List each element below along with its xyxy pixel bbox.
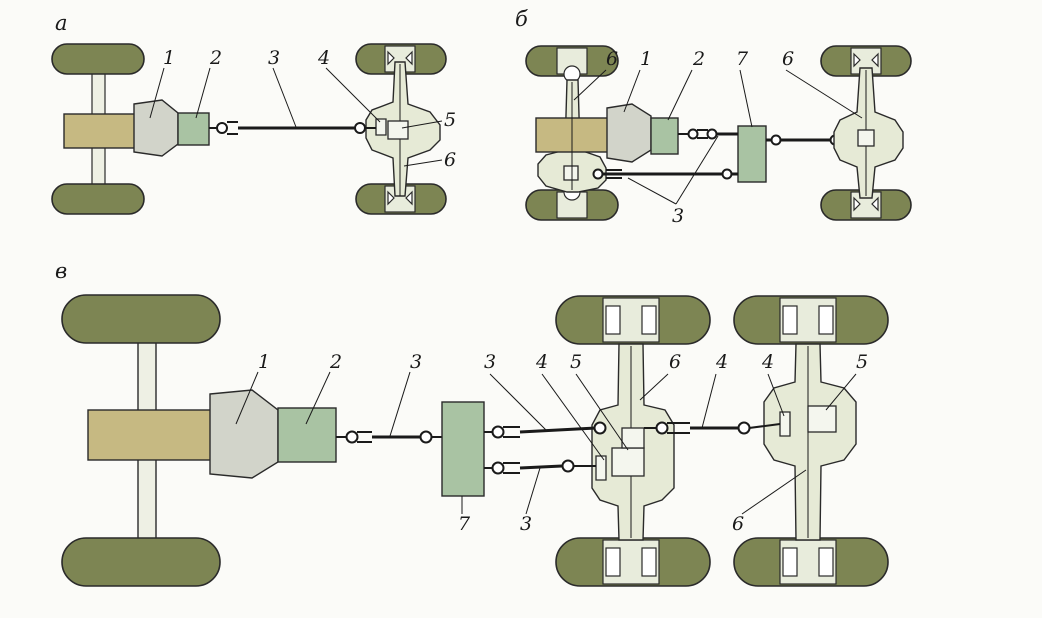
- label-3-a: 3: [268, 47, 280, 69]
- scheme-b: б: [515, 7, 912, 227]
- front-differential-b: [563, 165, 579, 181]
- front-right-wheel-a: [51, 183, 145, 215]
- label-4-v-mid: 4: [535, 351, 548, 373]
- shaft-transfer-middle-upper-v: [519, 426, 597, 434]
- universal-joint-front-a: [216, 122, 228, 134]
- label-2-v: 2: [329, 351, 342, 373]
- label-1-b: 1: [640, 48, 652, 70]
- frame-b: [535, 117, 611, 153]
- label-3-v-bottom: 3: [520, 513, 532, 535]
- rear-axle-housing-v: [763, 343, 857, 541]
- label-6-b-rear: 6: [782, 48, 794, 70]
- label-7-b: 7: [736, 48, 749, 70]
- engine-b: [606, 103, 652, 163]
- transfer-case-b: [737, 125, 767, 183]
- section-label-b: б: [515, 7, 528, 31]
- label-1-a: 1: [163, 47, 175, 69]
- label-6-a: 6: [444, 149, 456, 171]
- label-3-b: 3: [672, 205, 684, 227]
- gearbox-v: [277, 407, 337, 463]
- shaft-transfer-middle-lower-v: [519, 464, 563, 470]
- engine-a: [133, 99, 179, 157]
- section-label-a: а: [55, 11, 68, 35]
- universal-joint-rear-a: [354, 122, 366, 134]
- engine-v: [209, 389, 279, 479]
- main-gear-a: [375, 118, 387, 136]
- scheme-a: а 1 2 3 4: [51, 11, 456, 215]
- transfer-case-v: [441, 401, 485, 497]
- front-left-wheel-v: [61, 294, 221, 344]
- label-3-v-mid: 3: [484, 351, 496, 373]
- gearbox-a: [177, 112, 210, 146]
- scheme-v: в: [55, 259, 889, 587]
- label-4-v-link: 4: [715, 351, 728, 373]
- front-left-wheel-a: [51, 43, 145, 75]
- label-6-b-front: 6: [606, 48, 618, 70]
- rear-differential-b: [857, 129, 875, 147]
- label-5-a: 5: [444, 109, 456, 131]
- label-5-v-rear: 5: [856, 351, 868, 373]
- label-7-v: 7: [458, 513, 471, 535]
- frame-a: [63, 113, 137, 149]
- middle-main-gear-v: [595, 455, 607, 481]
- label-4-a: 4: [317, 47, 330, 69]
- label-2-a: 2: [209, 47, 222, 69]
- label-1-v: 1: [258, 351, 270, 373]
- label-4-v-rear: 4: [761, 351, 774, 373]
- rear-differential-v: [807, 405, 837, 433]
- label-5-v-mid: 5: [570, 351, 582, 373]
- label-2-b: 2: [692, 48, 705, 70]
- frame-v: [87, 409, 213, 461]
- rear-main-gear-v: [779, 411, 791, 437]
- gearbox-b: [650, 117, 679, 155]
- middle-differential-v: [611, 447, 645, 477]
- label-6-v-mid: 6: [669, 351, 681, 373]
- label-6-v-rear: 6: [732, 513, 744, 535]
- section-label-v: в: [55, 259, 67, 283]
- label-3-v-top: 3: [410, 351, 422, 373]
- front-right-wheel-v: [61, 537, 221, 587]
- differential-a: [387, 120, 409, 140]
